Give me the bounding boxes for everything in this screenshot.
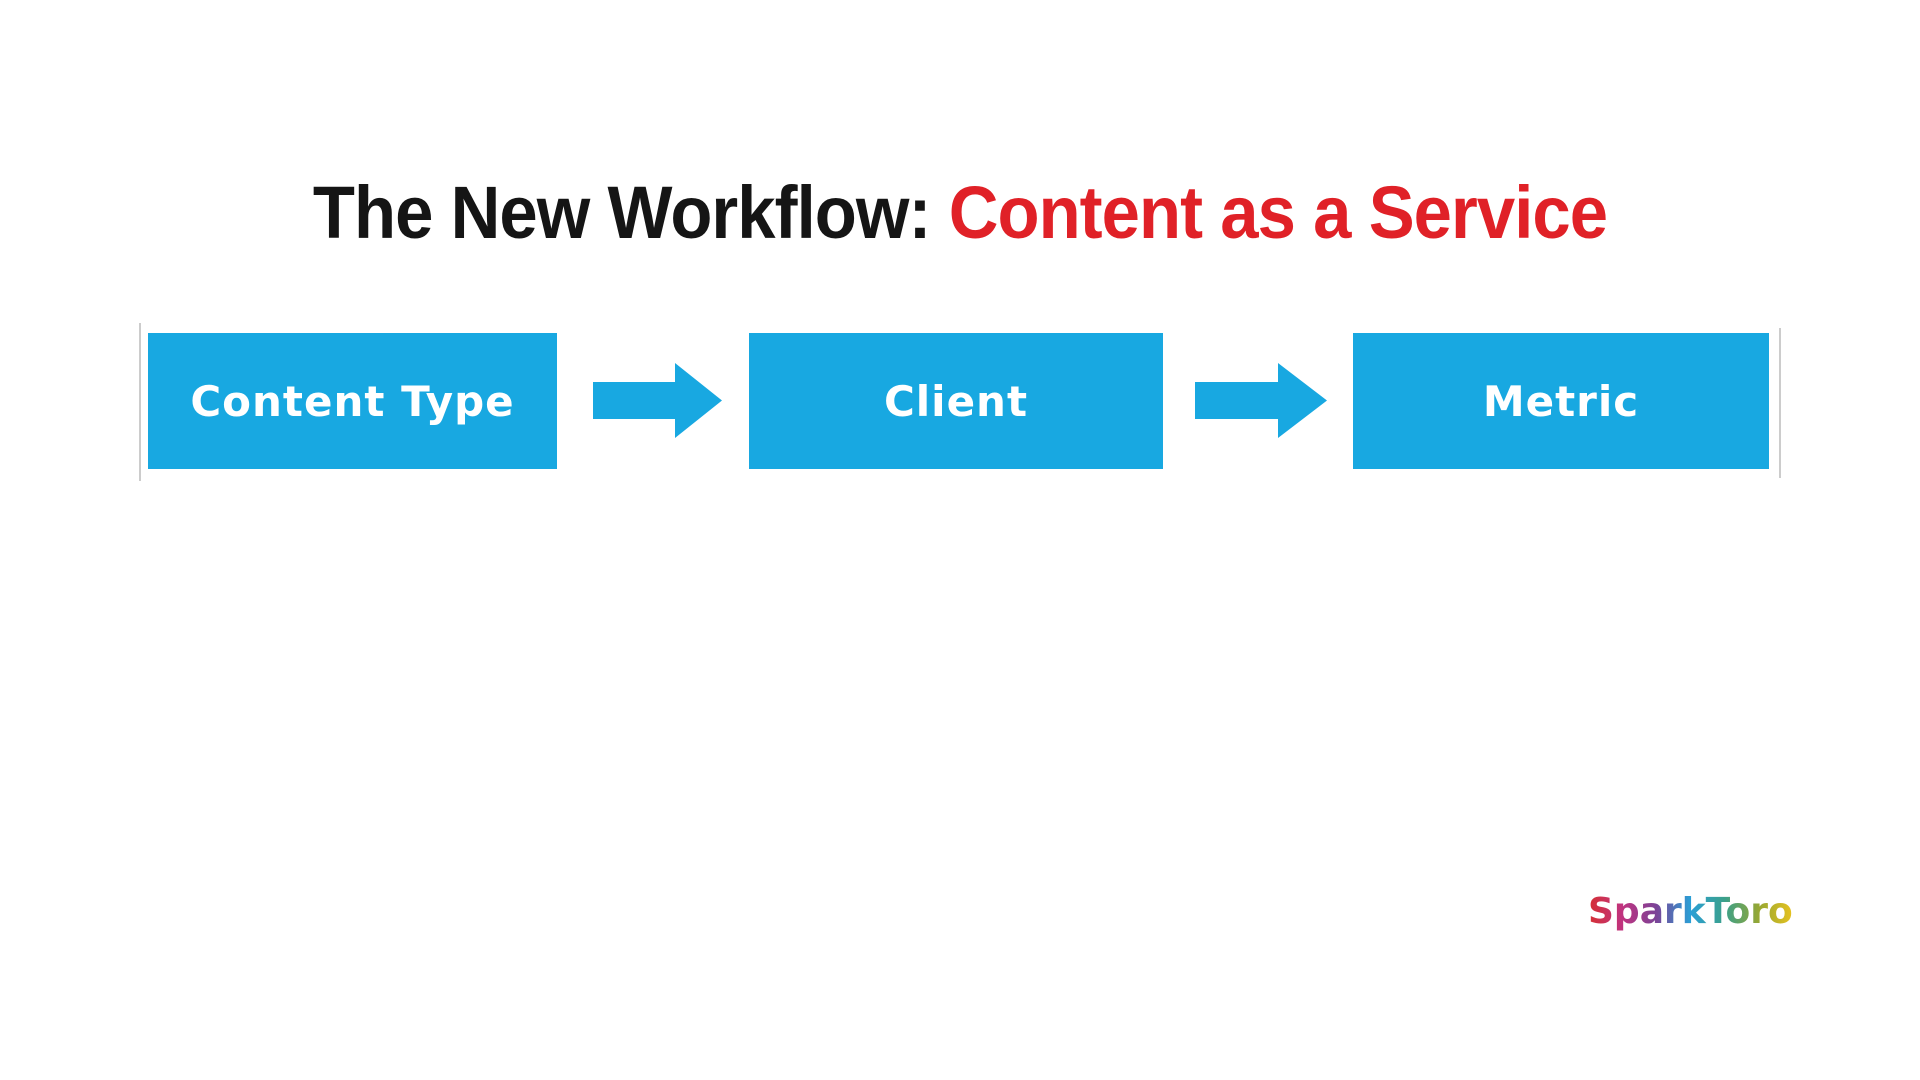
flow-node-label: Content Type	[190, 376, 515, 426]
sparktoro-logo: SparkToro	[1588, 891, 1793, 932]
diagram-edge-line-left	[139, 323, 141, 481]
flow-node-content-type: Content Type	[148, 333, 557, 469]
title-prefix: The New Workflow:	[312, 171, 949, 254]
flow-node-client: Client	[749, 333, 1163, 469]
arrow-right-icon	[1195, 363, 1327, 438]
flow-node-label: Client	[883, 376, 1029, 426]
diagram-edge-line-right	[1779, 328, 1781, 478]
arrow-right-icon	[593, 363, 722, 438]
title-highlight: Content as a Service	[948, 171, 1608, 254]
flow-node-label: Metric	[1482, 376, 1640, 426]
flow-node-metric: Metric	[1353, 333, 1769, 469]
page-title: The New Workflow: Content as a Service	[67, 172, 1853, 254]
